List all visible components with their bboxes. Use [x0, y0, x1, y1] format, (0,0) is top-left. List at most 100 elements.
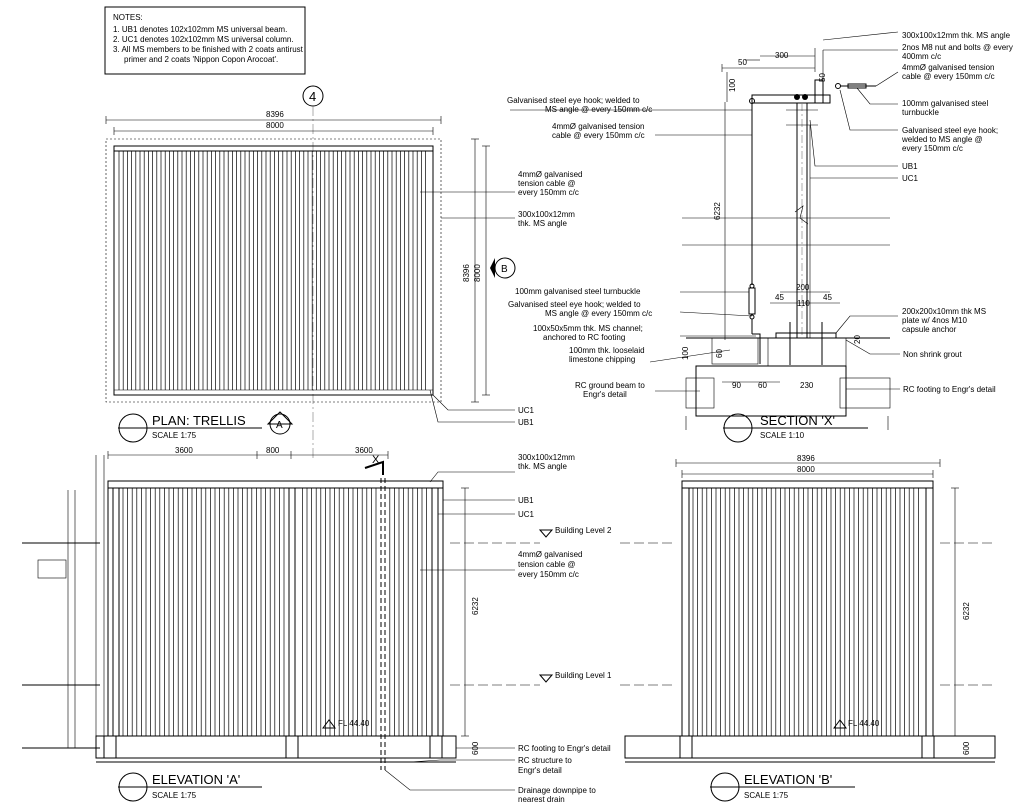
- elev-a-title: ELEVATION 'A': [152, 772, 240, 787]
- elev-a-label-ub1: UB1: [518, 496, 534, 505]
- elev-b-scale: SCALE 1:75: [744, 791, 789, 800]
- section-label-r7b: plate w/ 4nos M10: [902, 316, 967, 325]
- section-dim-20: 20: [853, 335, 862, 344]
- section-label-r6: UC1: [902, 174, 919, 183]
- elevation-b-view: 8396 8000 FL 44.40 6232 600 ELEVATION 'B…: [620, 454, 996, 802]
- note-line-1: 1. UB1 denotes 102x102mm MS universal be…: [113, 25, 287, 34]
- plan-label-cable-1: 4mmØ galvanised: [518, 170, 582, 179]
- plan-section-marker-a: A: [276, 420, 283, 431]
- section-label-r4c: every 150mm c/c: [902, 144, 963, 153]
- plan-section-marker-b: B: [501, 264, 508, 275]
- elev-a-dim-800: 800: [266, 446, 280, 455]
- section-label-l2: 100mm galvanised steel turnbuckle: [515, 287, 641, 296]
- section-dim-90: 90: [732, 381, 741, 390]
- section-label-r3b: turnbuckle: [902, 108, 939, 117]
- plan-label-angle-1: 300x100x12mm: [518, 210, 575, 219]
- elev-a-label-cable-3: every 150mm c/c: [518, 570, 579, 579]
- elevation-a-view: 3600 800 3600 X Bui: [22, 446, 612, 804]
- elev-a-label-footing: RC footing to Engr's detail: [518, 744, 611, 753]
- section-dim-50b: 50: [818, 73, 827, 82]
- elev-a-label-cable-1: 4mmØ galvanised: [518, 550, 582, 559]
- plan-label-ub1: UB1: [518, 418, 534, 427]
- note-line-3: 3. All MS members to be finished with 2 …: [113, 45, 304, 54]
- section-label-l1b: cable @ every 150mm c/c: [552, 131, 645, 140]
- elev-a-level-1: Building Level 1: [555, 671, 612, 680]
- elev-b-dim-6232: 6232: [962, 602, 971, 620]
- plan-dim-outer-h: 8396: [462, 264, 471, 282]
- section-label-l5a: 100mm thk. looselaid: [569, 346, 645, 355]
- section-dim-110: 110: [797, 299, 810, 308]
- section-label-r1a: 2nos M8 nut and bolts @ every: [902, 43, 1013, 52]
- section-dim-230: 230: [800, 381, 814, 390]
- plan-label-angle-2: thk. MS angle: [518, 219, 567, 228]
- elev-a-label-uc1: UC1: [518, 510, 535, 519]
- section-dim-100b: 100: [681, 346, 690, 360]
- grid-marker: 4: [302, 85, 324, 460]
- plan-label-cable-2: tension cable @: [518, 179, 576, 188]
- elev-a-label-rc-2: Engr's detail: [518, 766, 562, 775]
- elev-b-fl: FL 44.40: [848, 719, 880, 728]
- section-label-l1a: 4mmØ galvanised tension: [552, 122, 645, 131]
- elev-a-cut-marker: X: [372, 454, 380, 466]
- section-label-r2b: cable @ every 150mm c/c: [902, 72, 995, 81]
- section-label-r7a: 200x200x10mm thk MS: [902, 307, 986, 316]
- elev-a-label-rc-1: RC structure to: [518, 756, 572, 765]
- section-label-r1b: 400mm c/c: [902, 52, 941, 61]
- elev-a-fl: FL 44.40: [338, 719, 370, 728]
- plan-scale: SCALE 1:75: [152, 431, 197, 440]
- plan-dim-inner-h: 8000: [473, 264, 482, 282]
- section-label-r2a: 4mmØ galvanised tension: [902, 63, 995, 72]
- section-dim-100: 100: [728, 78, 737, 92]
- elev-a-dim-6232: 6232: [471, 597, 480, 615]
- plan-dim-inner-w: 8000: [266, 121, 284, 130]
- plan-view: 8396 8000 8396 8000 B 4mmØ galvanised te…: [105, 110, 582, 443]
- plan-label-cable-3: every 150mm c/c: [518, 188, 579, 197]
- note-line-4: primer and 2 coats 'Nippon Copon Arocoat…: [124, 55, 278, 64]
- notes-box: NOTES: 1. UB1 denotes 102x102mm MS unive…: [104, 6, 306, 75]
- section-dim-45a: 45: [775, 293, 784, 302]
- elev-a-dim-3600b: 3600: [355, 446, 373, 455]
- elev-a-label-cable-2: tension cable @: [518, 560, 576, 569]
- section-label-l3b: MS angle @ every 150mm c/c: [545, 309, 652, 318]
- elev-a-label-angle-2: thk. MS angle: [518, 462, 567, 471]
- elev-a-label-angle-1: 300x100x12mm: [518, 453, 575, 462]
- elev-a-dim-3600a: 3600: [175, 446, 193, 455]
- section-label-l5b: limestone chipping: [569, 355, 635, 364]
- section-label-l6b: Engr's detail: [583, 390, 627, 399]
- section-label-r5: UB1: [902, 162, 918, 171]
- plan-label-uc1: UC1: [518, 406, 535, 415]
- notes-heading: NOTES:: [113, 13, 143, 22]
- grid-marker-label: 4: [309, 89, 316, 104]
- elev-b-title: ELEVATION 'B': [744, 772, 832, 787]
- section-dim-45b: 45: [823, 293, 832, 302]
- elev-a-scale: SCALE 1:75: [152, 791, 197, 800]
- elev-b-dim-inner-w: 8000: [797, 465, 815, 474]
- section-dim-200: 200: [796, 283, 810, 292]
- section-label-r7c: capsule anchor: [902, 325, 957, 334]
- plan-dim-outer-w: 8396: [266, 110, 284, 119]
- section-dim-6232: 6232: [713, 202, 722, 220]
- section-title: SECTION 'X': [760, 413, 835, 428]
- elev-b-dim-outer-w: 8396: [797, 454, 815, 463]
- section-label-r4b: welded to MS angle @: [901, 135, 983, 144]
- section-view: 50 300 50 100: [507, 31, 1013, 443]
- plan-title: PLAN: TRELLIS: [152, 413, 246, 428]
- section-dim-300: 300: [775, 51, 789, 60]
- section-label-r8: Non shrink grout: [903, 350, 962, 359]
- note-line-2: 2. UC1 denotes 102x102mm MS universal co…: [113, 35, 294, 44]
- elev-a-label-drain-2: nearest drain: [518, 795, 565, 804]
- elev-a-level-2: Building Level 2: [555, 526, 612, 535]
- section-label-l0a: Galvanised steel eye hook; welded to: [507, 96, 640, 105]
- section-label-r0: 300x100x12mm thk. MS angle: [902, 31, 1011, 40]
- section-label-l3a: Galvanised steel eye hook; welded to: [508, 300, 641, 309]
- section-label-r9: RC footing to Engr's detail: [903, 385, 996, 394]
- elev-a-label-drain-1: Drainage downpipe to: [518, 786, 596, 795]
- section-label-r4a: Galvanised steel eye hook;: [902, 126, 998, 135]
- section-label-l4b: anchored to RC footing: [543, 333, 625, 342]
- section-scale: SCALE 1:10: [760, 431, 805, 440]
- section-label-l4a: 100x50x5mm thk. MS channel;: [533, 324, 643, 333]
- section-label-r3a: 100mm galvanised steel: [902, 99, 988, 108]
- elev-b-dim-600: 600: [962, 741, 971, 755]
- section-dim-60b: 60: [758, 381, 767, 390]
